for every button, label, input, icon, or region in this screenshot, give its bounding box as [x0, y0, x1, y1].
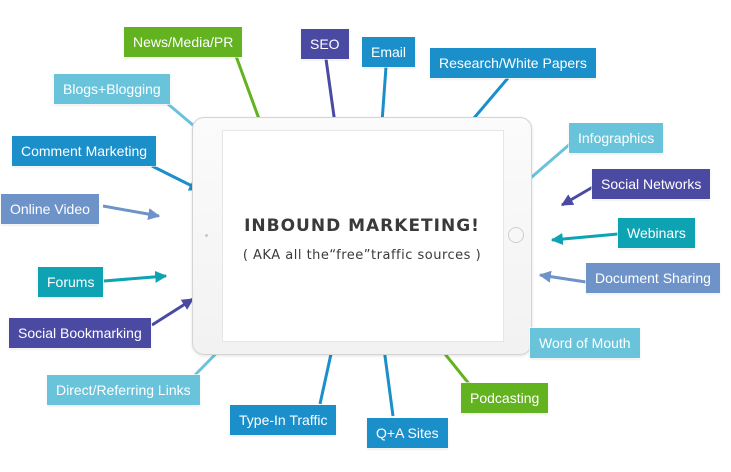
source-direct-referring-links: Direct/Referring Links [47, 375, 200, 405]
source-social-bookmarking: Social Bookmarking [9, 318, 151, 348]
source-infographics: Infographics [569, 123, 664, 153]
source-type-in-traffic: Type-In Traffic [230, 405, 337, 435]
arrow-online-video [102, 204, 161, 221]
arrow-document-sharing [538, 270, 587, 284]
source-blogs-blogging: Blogs+Blogging [54, 74, 170, 104]
source-podcasting: Podcasting [461, 383, 549, 413]
source-qa-sites: Q+A Sites [367, 418, 448, 448]
arrow-social-bookmarking [151, 297, 195, 327]
source-social-networks: Social Networks [592, 169, 711, 199]
source-word-of-mouth: Word of Mouth [530, 328, 640, 358]
source-online-video: Online Video [1, 194, 99, 224]
source-seo: SEO [301, 29, 349, 59]
tablet-screen [222, 130, 504, 342]
tablet-camera [205, 234, 208, 237]
source-document-sharing: Document Sharing [586, 263, 720, 293]
arrow-webinars [550, 232, 619, 245]
tablet-home-button [508, 227, 524, 243]
source-email: Email [362, 37, 416, 67]
source-webinars: Webinars [618, 218, 695, 248]
diagram-title: INBOUND MARKETING! [244, 216, 480, 236]
source-news-media-pr: News/Media/PR [124, 27, 243, 57]
source-forums: Forums [38, 267, 104, 297]
diagram-subtitle: ( AKA all the“free”traffic sources ) [242, 248, 482, 263]
arrow-forums [103, 270, 168, 283]
source-research-white-papers: Research/White Papers [430, 48, 596, 78]
source-comment-marketing: Comment Marketing [12, 136, 157, 166]
